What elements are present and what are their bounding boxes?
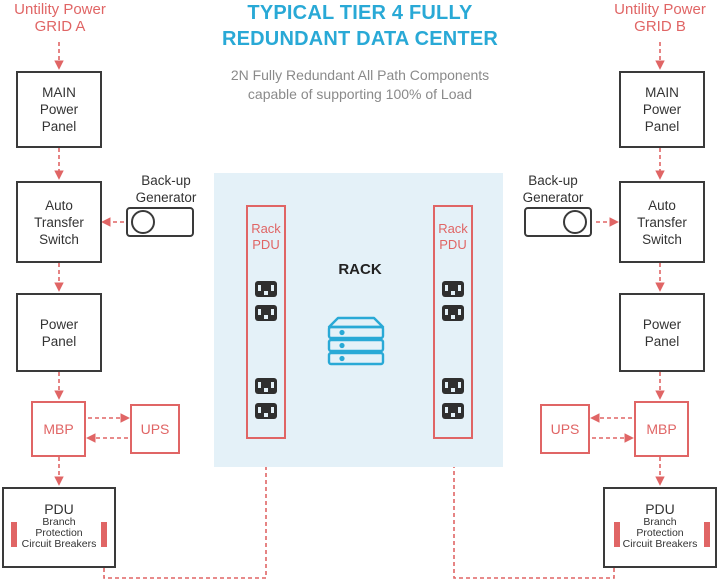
power-panel-b: Power Panel (619, 293, 705, 372)
power-panel-a-line-1: Power (39, 316, 79, 332)
generator-b-line-2: Generator (522, 190, 584, 205)
ats-a-line-2: Transfer (34, 214, 84, 230)
generator-a-line-2: Generator (135, 190, 197, 205)
pdu-b-sub-1: Branch (643, 516, 677, 528)
mbp-b: MBP (634, 401, 689, 457)
main-panel-a-line-3: Panel (41, 119, 77, 134)
title-line-2: REDUNDANT DATA CENTER (221, 28, 499, 50)
generator-a-line-1: Back-up (141, 173, 191, 188)
rack-pdu-left-line-1: Rack (251, 221, 281, 236)
subtitle-line-2: capable of supporting 100% of Load (247, 86, 473, 102)
pdu-a-sub-1: Branch (42, 516, 76, 528)
generator-b-line-1: Back-up (528, 173, 578, 188)
ats-b-line-1: Auto (648, 197, 676, 213)
rack-label: RACK (338, 261, 382, 278)
power-panel-a: Power Panel (16, 293, 102, 372)
breaker-a-left (11, 522, 17, 547)
pdu-a-sub-2: Protection (35, 527, 83, 539)
grid-b-line-1: Untility Power (614, 1, 706, 18)
generator-b-icon (524, 207, 592, 237)
breaker-b-left (614, 522, 620, 547)
power-outlet-icon (442, 403, 464, 419)
rack-pdu-right-line-2: PDU (439, 237, 467, 252)
server-stack-icon (327, 316, 385, 366)
auto-transfer-switch-a: Auto Transfer Switch (16, 181, 102, 263)
subtitle-line-1: 2N Fully Redundant All Path Components (230, 67, 490, 83)
feed-pdu-b-to-rack (449, 446, 615, 579)
generator-b-label: Back-up Generator (508, 172, 598, 206)
rack-pdu-left-line-2: PDU (252, 237, 280, 252)
power-outlet-icon (255, 305, 277, 321)
main-panel-b-line-1: MAIN (645, 85, 679, 100)
pdu-a-sub-3: Circuit Breakers (21, 538, 97, 550)
main-panel-a-line-2: Power (39, 102, 79, 117)
power-outlet-icon (255, 403, 277, 419)
rack-pdu-left-label: Rack PDU (246, 221, 286, 253)
grid-a-label: Untility Power GRID A (0, 1, 125, 35)
power-outlet-icon (255, 378, 277, 394)
power-outlet-icon (442, 281, 464, 297)
power-panel-a-line-2: Panel (41, 333, 77, 349)
title-line-1: TYPICAL TIER 4 FULLY (247, 2, 473, 24)
auto-transfer-switch-b: Auto Transfer Switch (619, 181, 705, 263)
ats-b-line-3: Switch (642, 231, 682, 247)
power-outlet-icon (442, 305, 464, 321)
pdu-b-sub-2: Protection (636, 527, 684, 539)
power-panel-b-line-2: Panel (644, 333, 680, 349)
mbp-a: MBP (31, 401, 86, 457)
ats-b-line-2: Transfer (637, 214, 687, 230)
pdu-b-sub-3: Circuit Breakers (622, 538, 698, 550)
rack-pdu-right: Rack PDU (433, 205, 473, 439)
pdu-a: PDU Branch Protection Circuit Breakers (2, 487, 116, 568)
power-outlet-icon (255, 281, 277, 297)
power-outlet-icon (442, 378, 464, 394)
outlets-left (255, 281, 277, 419)
grid-a-line-2: GRID A (34, 18, 86, 35)
pdu-a-title: PDU (44, 501, 74, 517)
mbp-b-label: MBP (646, 421, 677, 437)
feed-pdu-a-to-rack (103, 446, 271, 579)
main-panel-a-line-1: MAIN (42, 85, 76, 100)
breaker-b-right (704, 522, 710, 547)
grid-b-label: Untility Power GRID B (595, 1, 720, 35)
rack-pdu-right-label: Rack PDU (433, 221, 473, 253)
ups-a-label: UPS (140, 421, 170, 437)
mbp-a-label: MBP (43, 421, 74, 437)
main-power-panel-a: MAIN Power Panel (16, 71, 102, 148)
generator-a-label: Back-up Generator (121, 172, 211, 206)
generator-a-icon (126, 207, 194, 237)
power-panel-b-line-1: Power (642, 316, 682, 332)
rack-pdu-left: Rack PDU (246, 205, 286, 439)
ups-b-label: UPS (550, 421, 580, 437)
pdu-b-title: PDU (645, 501, 675, 517)
main-power-panel-b: MAIN Power Panel (619, 71, 705, 148)
ups-b: UPS (540, 404, 590, 454)
diagram-title: TYPICAL TIER 4 FULLY REDUNDANT DATA CENT… (150, 0, 570, 52)
main-panel-b-line-3: Panel (644, 119, 680, 134)
ats-a-line-1: Auto (45, 197, 73, 213)
rack-pdu-right-line-1: Rack (438, 221, 468, 236)
outlets-right (442, 281, 464, 419)
ats-a-line-3: Switch (39, 231, 79, 247)
diagram-subtitle: 2N Fully Redundant All Path Components c… (160, 66, 560, 104)
breaker-a-right (101, 522, 107, 547)
ups-a: UPS (130, 404, 180, 454)
grid-b-line-2: GRID B (634, 18, 686, 35)
grid-a-line-1: Untility Power (14, 1, 106, 18)
pdu-b: PDU Branch Protection Circuit Breakers (603, 487, 717, 568)
main-panel-b-line-2: Power (642, 102, 682, 117)
